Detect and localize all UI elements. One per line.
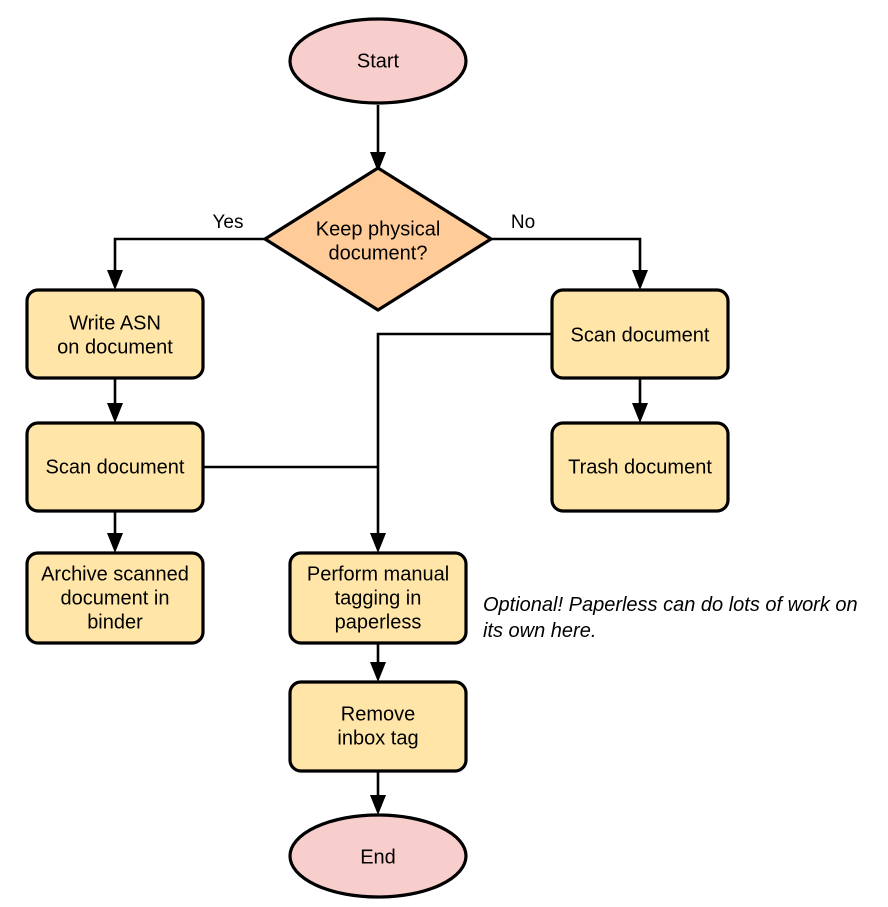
arrow-head-icon bbox=[370, 795, 386, 815]
edge-label-no: No bbox=[511, 212, 535, 233]
node-end[interactable]: End bbox=[288, 813, 468, 899]
edge-writeasn-to-scanleft bbox=[107, 378, 123, 423]
arrow-head-icon bbox=[107, 403, 123, 423]
edge-scanright-to-tagging bbox=[370, 332, 552, 553]
optional-note-line1: Optional! Paperless can do lots of work … bbox=[483, 594, 858, 616]
decision-label-line2: document? bbox=[329, 242, 428, 264]
edge-scanleft-to-archive bbox=[107, 511, 123, 553]
write-asn-box-shape bbox=[25, 288, 205, 380]
start-ellipse-shape bbox=[288, 17, 468, 105]
remove-inbox-label-line2: inbox tag bbox=[337, 727, 418, 749]
archive-label-line2: document in bbox=[61, 587, 170, 609]
edge-start-to-decision bbox=[370, 105, 386, 172]
decision-label-line1: Keep physical bbox=[316, 218, 441, 240]
edge-tagging-to-removeinbox bbox=[370, 642, 386, 682]
edge-removeinbox-to-end bbox=[370, 771, 386, 815]
tagging-label-line1: Perform manual bbox=[307, 563, 449, 585]
arrow-head-icon bbox=[107, 533, 123, 553]
arrow-head-icon bbox=[370, 152, 386, 172]
node-start[interactable]: Start bbox=[288, 17, 468, 105]
tagging-label-line3: paperless bbox=[335, 611, 422, 633]
node-remove-inbox-tag[interactable]: Remove inbox tag bbox=[288, 680, 468, 773]
scan-document-left-box-shape bbox=[25, 421, 205, 513]
node-decision-keep-physical-document[interactable]: Keep physical document? bbox=[263, 166, 493, 312]
node-write-asn[interactable]: Write ASN on document bbox=[25, 288, 205, 380]
node-trash-document[interactable]: Trash document bbox=[550, 421, 730, 513]
edge-decision-no bbox=[491, 237, 648, 290]
annotation-optional-note: Optional! Paperless can do lots of work … bbox=[483, 594, 858, 642]
optional-note-line2: its own here. bbox=[483, 620, 596, 642]
edge-scanright-to-trash bbox=[632, 378, 648, 423]
scan-document-right-box-shape bbox=[550, 288, 730, 380]
edge-label-yes: Yes bbox=[213, 212, 244, 233]
decision-diamond-shape bbox=[263, 166, 493, 312]
archive-label-line3: binder bbox=[87, 611, 143, 633]
arrow-head-icon bbox=[107, 270, 123, 290]
edge-decision-yes bbox=[107, 237, 265, 290]
node-scan-document-left[interactable]: Scan document bbox=[25, 421, 205, 513]
end-label: End bbox=[360, 846, 396, 868]
write-asn-label-line1: Write ASN bbox=[69, 312, 161, 334]
arrow-head-icon bbox=[370, 533, 386, 553]
trash-document-label: Trash document bbox=[568, 456, 712, 478]
arrow-head-icon bbox=[632, 403, 648, 423]
write-asn-label-line2: on document bbox=[57, 336, 173, 358]
node-archive-document[interactable]: Archive scanned document in binder bbox=[25, 551, 205, 645]
end-ellipse-shape bbox=[288, 813, 468, 899]
scan-document-right-label: Scan document bbox=[571, 324, 710, 346]
node-scan-document-right[interactable]: Scan document bbox=[550, 288, 730, 380]
archive-box-shape bbox=[25, 551, 205, 645]
node-perform-manual-tagging[interactable]: Perform manual tagging in paperless bbox=[288, 551, 468, 645]
tagging-box-shape bbox=[288, 551, 468, 645]
trash-document-box-shape bbox=[550, 421, 730, 513]
remove-inbox-label-line1: Remove bbox=[341, 703, 415, 725]
archive-label-line1: Archive scanned bbox=[41, 563, 189, 585]
scan-document-left-label: Scan document bbox=[46, 456, 185, 478]
remove-inbox-box-shape bbox=[288, 680, 468, 773]
tagging-label-line2: tagging in bbox=[335, 587, 422, 609]
arrow-head-icon bbox=[632, 270, 648, 290]
start-label: Start bbox=[357, 50, 400, 72]
arrow-head-icon bbox=[370, 662, 386, 682]
